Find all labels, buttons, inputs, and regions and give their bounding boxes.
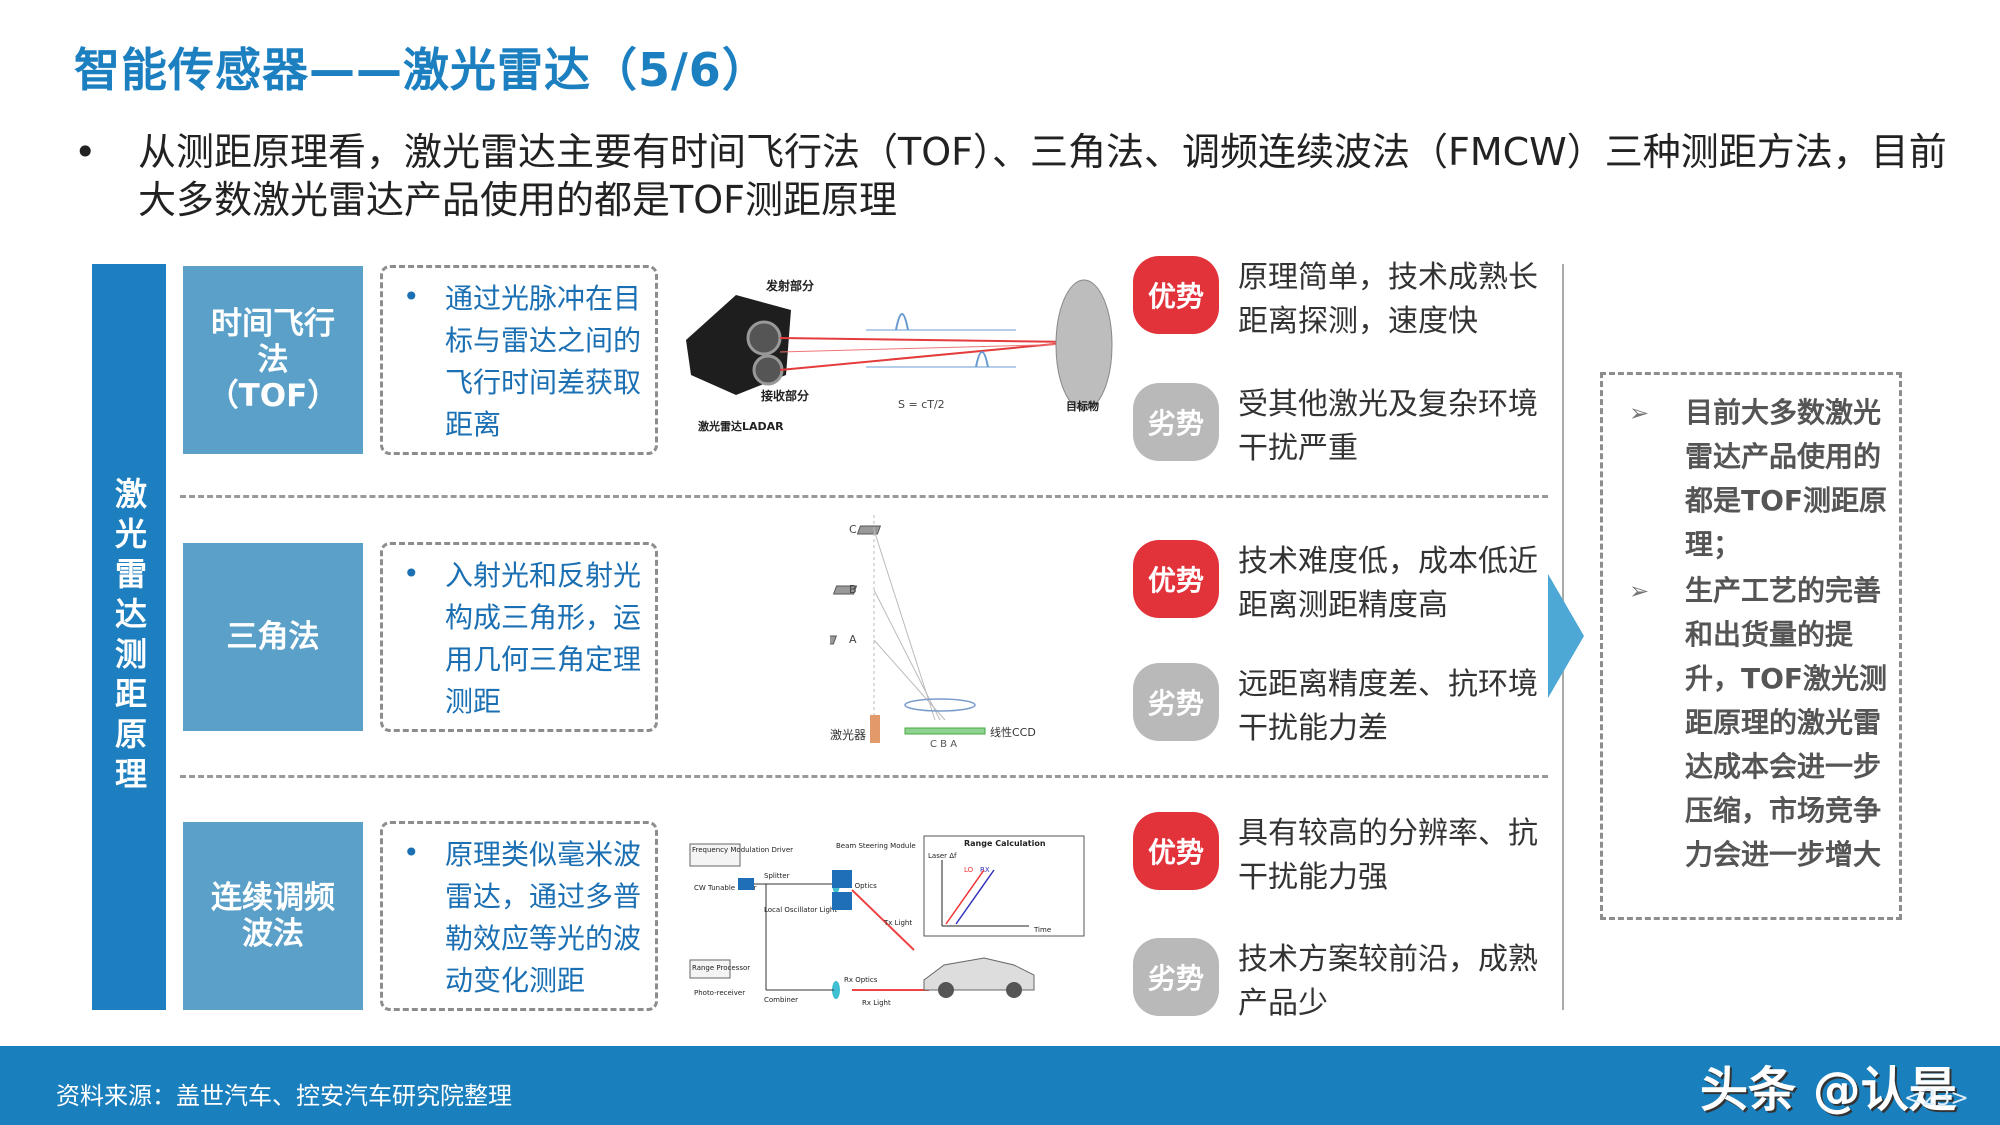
splitter-label: Splitter: [764, 872, 790, 880]
triangulation-diagram: C B A 激光器 线性CCD C B A: [830, 515, 1036, 750]
lidar-lens-emit: [746, 320, 782, 356]
method-desc-fmcw: • 原理类似毫米波雷达，通过多普勒效应等光的波动变化测距: [380, 821, 658, 1011]
bullet-dot: •: [403, 280, 420, 313]
pro-text: 技术难度低，成本低近距离测距精度高: [1238, 544, 1538, 623]
bullet-dot: •: [403, 557, 420, 590]
method-name-line: 法: [257, 342, 289, 378]
target-object: [1055, 279, 1113, 411]
source-note: 资料来源：盖世汽车、控安汽车研究院整理: [56, 1082, 512, 1110]
lidar-lens-receive: [752, 354, 784, 386]
summary-box: ➢ 目前大多数激光雷达产品使用的都是TOF测距原理； ➢ 生产工艺的完善和出货量…: [1600, 372, 1902, 920]
receive-label: 接收部分: [761, 388, 809, 403]
tx-optics-label: Tx Optics: [843, 882, 877, 890]
method-name-line: 波法: [242, 916, 304, 952]
intro-text: 从测距原理看，激光雷达主要有时间飞行法（TOF）、三角法、调频连续波法（FMCW…: [138, 130, 1947, 222]
point-label: C: [849, 523, 857, 536]
method-name-line: （TOF）: [207, 378, 339, 414]
page-number: <23>: [1904, 1086, 1969, 1111]
target-label: 目标物: [1066, 399, 1099, 413]
con-text: 受其他激光及复杂环境干扰严重: [1238, 387, 1538, 466]
fmcw-diagram: Frequency Modulation Driver CW Tunable L…: [689, 835, 1085, 1007]
summary-text: 生产工艺的完善和出货量的提升，TOF激光测距原理的激光雷达成本会进一步压缩，市场…: [1685, 574, 1888, 871]
right-arrow-icon: [1548, 574, 1584, 698]
emit-label: 发射部分: [765, 278, 814, 293]
method-desc-tof: • 通过光脉冲在目标与雷达之间的飞行时间差获取距离: [380, 265, 658, 455]
side-label-bar: 激光雷达测距原理: [92, 264, 166, 1010]
rx-light-label: Rx Light: [862, 999, 891, 1007]
con-text: 远距离精度差、抗环境干扰能力差: [1238, 667, 1538, 746]
photo-label: Photo-receiver: [694, 989, 745, 997]
tof-formula: S = cT/2: [898, 398, 945, 411]
page-title: 智能传感器——激光雷达（5/6）: [74, 43, 769, 97]
method-label-fmcw: 连续调频 波法: [183, 822, 363, 1010]
tof-diagram: 发射部分 接收部分 激光雷达LADAR 目标物 S = cT/2: [686, 278, 1113, 433]
range-proc-label: Range Processor: [692, 964, 750, 972]
device-label: 激光雷达LADAR: [698, 419, 784, 433]
range-calc-label: Range Calculation: [964, 839, 1046, 848]
return-beam: [779, 341, 1077, 371]
row-divider: [180, 775, 1548, 778]
point-a-block: [830, 635, 838, 645]
con-text: 技术方案较前沿，成熟产品少: [1238, 942, 1538, 1021]
combiner-label: Combiner: [764, 996, 798, 1004]
cw-laser-label: CW Tunable Laser: [694, 884, 756, 892]
footer-bar: 资料来源：盖世汽车、控安汽车研究院整理 头条 @认是 <23>: [0, 1046, 2000, 1125]
rx-label: RX: [980, 866, 990, 874]
watermark: 头条 @认是: [1700, 1062, 1957, 1118]
method-desc-triangulation: • 入射光和反射光构成三角形，运用几何三角定理测距: [380, 542, 658, 732]
pulse-emit: [895, 313, 909, 331]
summary-text: 目前大多数激光雷达产品使用的都是TOF测距原理；: [1685, 396, 1888, 561]
pro-badge: 优势: [1133, 812, 1219, 890]
method-desc-text: 通过光脉冲在目标与雷达之间的飞行时间差获取距离: [445, 282, 642, 441]
pro-text: 具有较高的分辨率、抗干扰能力强: [1238, 816, 1538, 895]
linear-ccd: [904, 727, 986, 735]
row-divider: [180, 495, 1548, 498]
method-name-line: 连续调频: [211, 880, 335, 916]
laser-source: [870, 715, 880, 743]
method-desc-text: 入射光和反射光构成三角形，运用几何三角定理测距: [445, 559, 642, 718]
method-name-line: 三角法: [226, 619, 320, 655]
laser-df-label: Laser Δf: [928, 852, 957, 860]
bullet-dot: •: [74, 130, 97, 174]
pulse-return: [975, 351, 989, 368]
arrow-bullet-icon: ➢: [1629, 577, 1650, 605]
method-desc-text: 原理类似毫米波雷达，通过多普勒效应等光的波动变化测距: [445, 838, 642, 997]
method-label-tof: 时间飞行 法 （TOF）: [183, 266, 363, 454]
time-label: Time: [1033, 926, 1051, 934]
pro-badge: 优势: [1133, 540, 1219, 618]
beam-label: Beam Steering Module: [836, 842, 916, 850]
lo-label: LO: [964, 866, 974, 874]
point-label: B: [849, 583, 857, 596]
emit-beam: [779, 337, 1077, 343]
laser-label: 激光器: [830, 728, 866, 742]
side-label: 激光雷达测距原理: [110, 477, 148, 797]
freq-mod-label: Frequency Modulation Driver: [692, 846, 793, 854]
return-beam-2: [779, 343, 1077, 353]
con-badge: 劣势: [1133, 663, 1219, 741]
method-label-triangulation: 三角法: [183, 543, 363, 731]
rx-optics-label: Rx Optics: [844, 976, 878, 984]
bullet-dot: •: [403, 836, 420, 869]
point-b-block: [832, 585, 858, 595]
con-badge: 劣势: [1133, 383, 1219, 461]
point-label: A: [849, 633, 857, 646]
pro-badge: 优势: [1133, 256, 1219, 334]
con-badge: 劣势: [1133, 938, 1219, 1016]
arrow-bullet-icon: ➢: [1629, 399, 1650, 427]
pro-text: 原理简单，技术成熟长距离探测，速度快: [1238, 260, 1538, 339]
tx-light-label: Tx Light: [883, 919, 912, 927]
method-name-line: 时间飞行: [211, 306, 335, 342]
ccd-label: 线性CCD: [990, 725, 1036, 739]
ccd-marks: C B A: [930, 739, 957, 750]
point-c-block: [856, 525, 882, 535]
local-osc-label: Local Oscillator Light: [764, 906, 837, 914]
